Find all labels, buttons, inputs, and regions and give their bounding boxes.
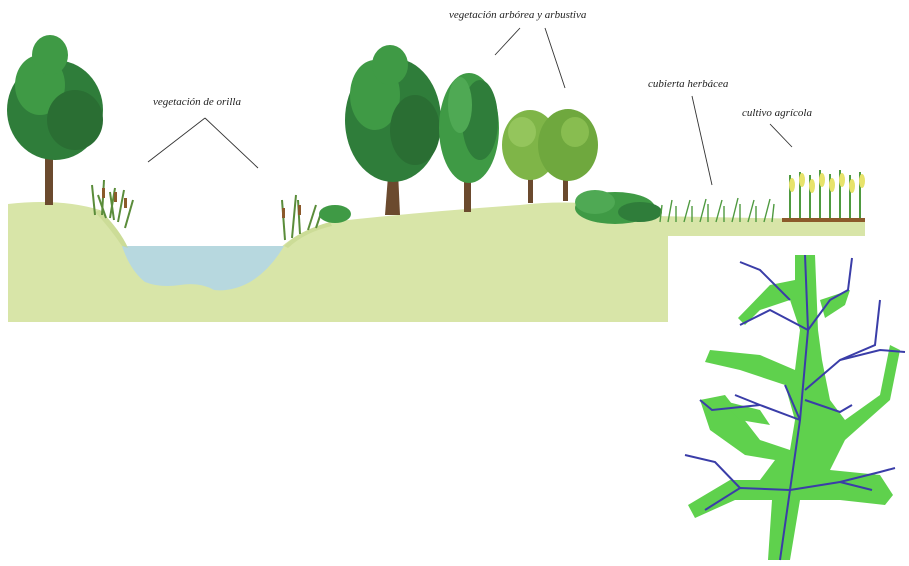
bush-icon bbox=[319, 205, 351, 223]
tree-icon bbox=[7, 35, 103, 205]
label-shore-vegetation: vegetación de orilla bbox=[153, 96, 241, 108]
label-tree-shrub-vegetation: vegetación arbórea y arbustiva bbox=[449, 9, 586, 21]
corn-plant-icon bbox=[782, 170, 865, 222]
label-agricultural-crop: cultivo agrícola bbox=[742, 107, 812, 119]
bush-icon bbox=[575, 190, 662, 224]
shrub-icon bbox=[538, 109, 598, 201]
tree-icon bbox=[345, 45, 441, 215]
riparian-buffer-map bbox=[668, 236, 909, 566]
tree-icon bbox=[439, 73, 499, 212]
label-herbaceous-cover: cubierta herbácea bbox=[648, 78, 728, 90]
